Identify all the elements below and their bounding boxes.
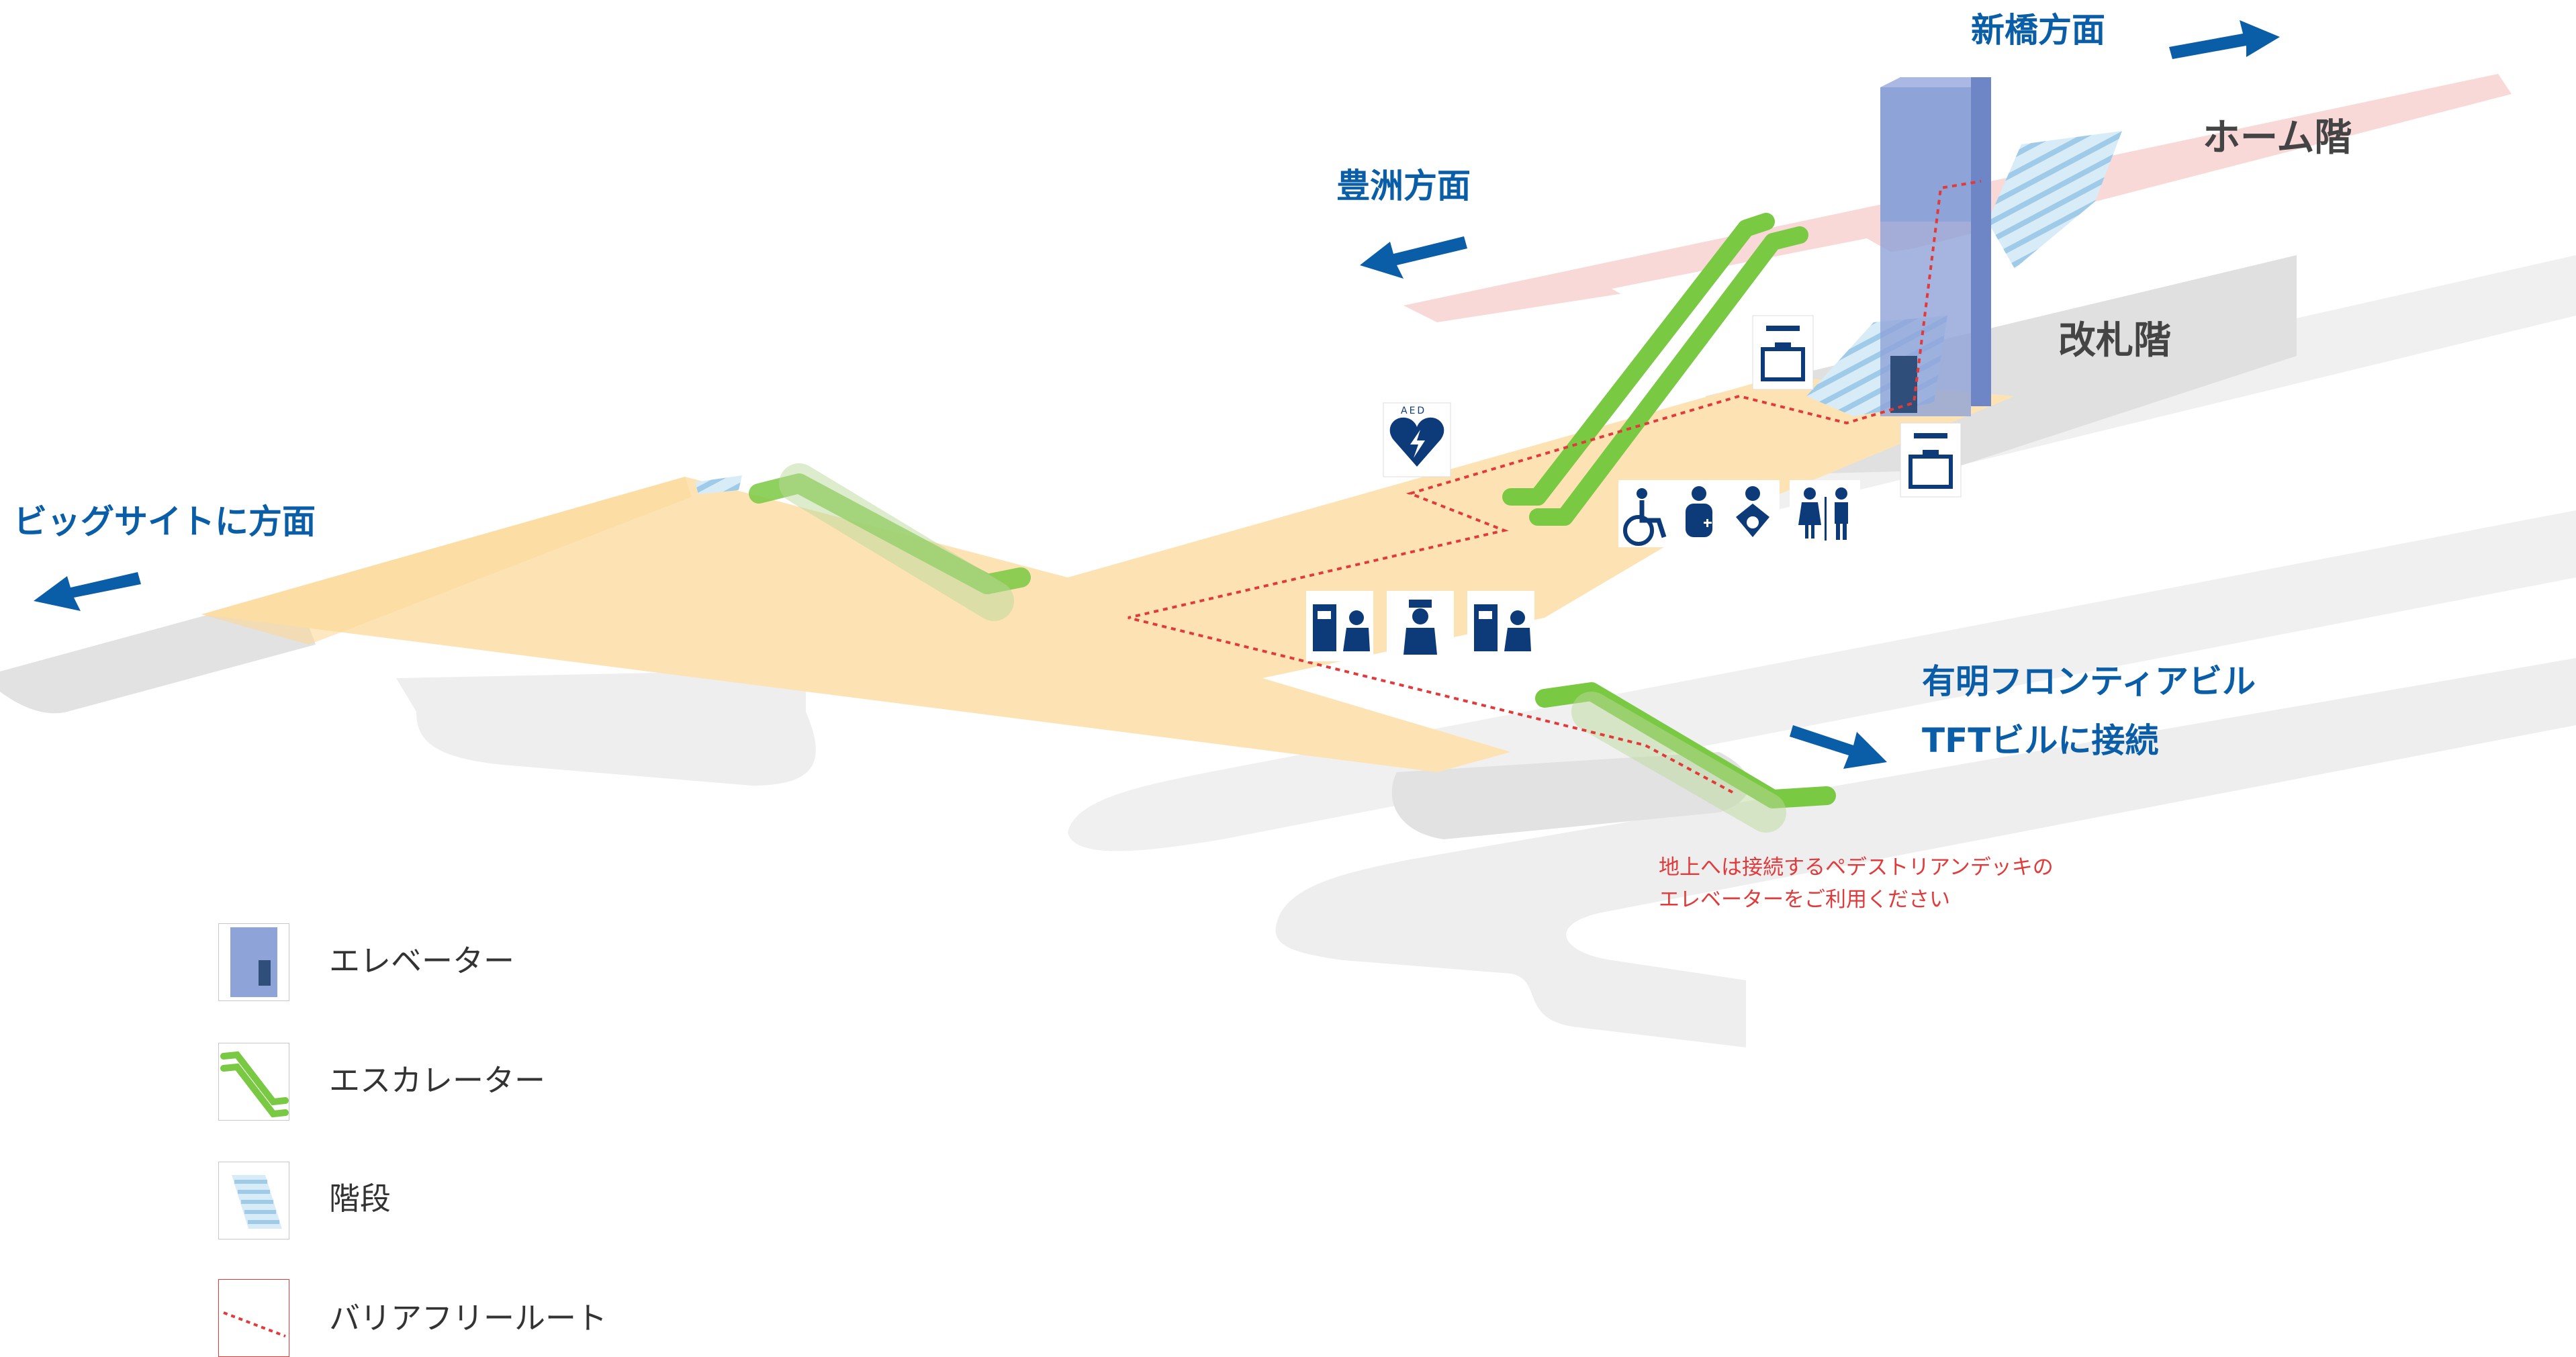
platform-level-label: ホーム階 [2203,116,2352,160]
ticket-gate-level-label: 改札階 [2058,319,2171,363]
coin-locker-icon-1 [1752,315,1814,390]
baby-care-icon [1726,480,1780,547]
legend-elevator-label: エレベーター [329,943,514,979]
escalators [749,213,1836,833]
escalator-main-1 [1502,213,1775,506]
road-shadow-lower [1275,658,2576,1047]
elevator-door [1890,356,1917,413]
escalator-main-2 [1529,226,1808,526]
direction-toyosu-label: 豊洲方面 [1336,167,1471,205]
barrier-free-route-icon [218,1279,289,1357]
ticket-machine-icon-2 [1467,591,1534,661]
arrow-shinbashi [2169,20,2280,59]
direction-shinbashi-label: 新橋方面 [1971,11,2105,50]
elevator-icon [218,923,289,1001]
barrier-free-note-line1: 地上へは接続するペデストリアンデッキの [1659,855,2054,880]
escalator-left-shadow [779,463,1014,621]
concourse-left-edge [201,477,692,645]
direction-bigsight-label: ビッグサイトに方面 [13,502,316,541]
arrow-toyosu [1360,236,1467,279]
elevator-top [1880,77,1991,87]
elevator-tower [1880,77,1991,416]
stairs-left-small [695,475,742,494]
escalator-tft-shadow [1571,692,1786,833]
wheelchair-icon [1618,480,1672,547]
facility-icons [1306,315,1962,661]
legend-stairs-label: 階段 [329,1180,391,1217]
building-shadow-left [396,624,816,786]
ticket-machine-icon-1 [1306,591,1373,661]
direction-tft-label-2: TFTビルに接続 [1922,721,2159,760]
restroom-icon [1790,480,1860,547]
aed-icon [1383,402,1451,477]
legend-barrier-free-label: バリアフリールート [329,1300,607,1336]
aed-label: AED [1401,406,1427,416]
barrier-free-route [1128,180,1982,794]
legend-escalator-label: エスカレーター [329,1062,545,1098]
arrow-tft [1790,725,1887,769]
station-staff-icon [1387,591,1454,661]
barrier-free-note: 地上へは接続するペデストリアンデッキの エレベーターをご利用ください [1659,851,2054,916]
coin-locker-icon-2 [1900,422,1962,498]
stairs-upper [1988,131,2122,269]
escalator-icon [218,1043,289,1121]
arrow-bigsight [34,572,141,611]
elevator-side [1971,77,1991,406]
ostomate-icon [1672,480,1726,547]
stairs-icon [218,1162,289,1239]
direction-arrows [34,20,2280,769]
barrier-free-note-line2: エレベーターをご利用ください [1659,888,1950,913]
direction-tft-label-1: 有明フロンティアビル [1922,662,2256,701]
elevator-body-upper [1880,87,1971,222]
